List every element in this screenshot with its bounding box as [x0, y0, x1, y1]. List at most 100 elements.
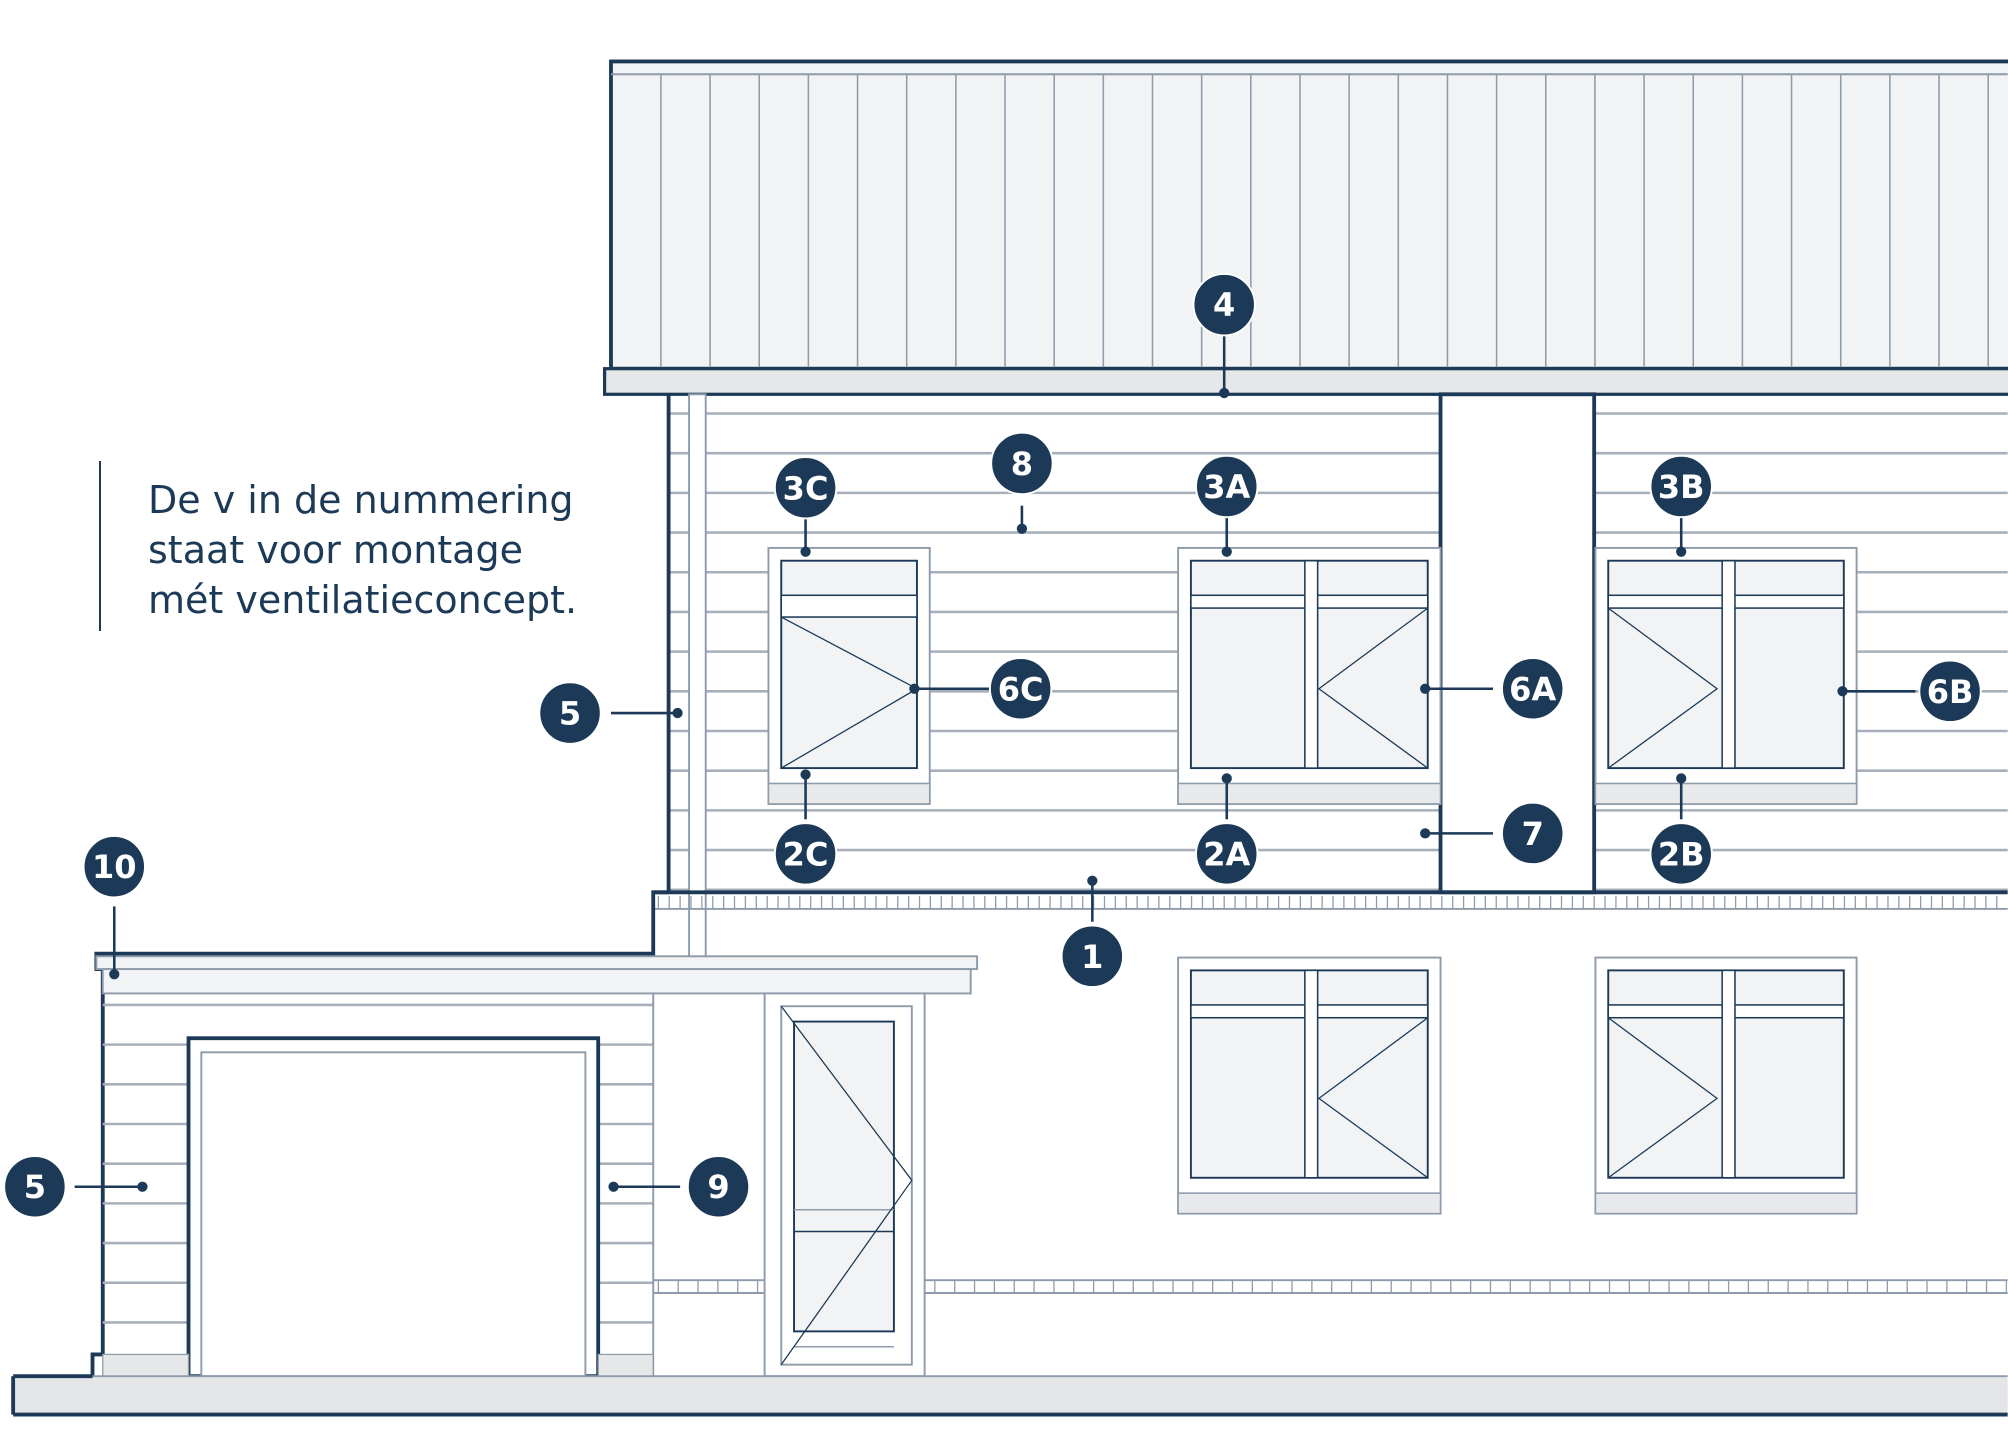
roof [609, 59, 2008, 371]
garage-roof-edge [95, 955, 979, 971]
callout-badge [988, 657, 1053, 721]
callout-anchor-dot [1016, 523, 1028, 534]
callout-anchor-dot [1676, 773, 1687, 784]
callout-anchor-dot [1676, 546, 1687, 557]
callout-marker-1: 1 [1060, 875, 1125, 988]
callout-marker-4: 4 [1192, 272, 1256, 399]
callout-badge [773, 456, 838, 520]
callout-label: 2C [783, 835, 829, 873]
callout-badge [1060, 924, 1125, 988]
callout-anchor-dot [800, 546, 811, 557]
garage-fascia [101, 968, 972, 995]
downpipe [688, 393, 707, 959]
callout-badge [1195, 454, 1259, 519]
callout-anchor-dot [1420, 828, 1431, 839]
callout-badge [538, 681, 602, 745]
callout-anchor-dot [1420, 683, 1431, 694]
callout-anchor-dot [109, 969, 120, 980]
window-lower-left-opening-indicator [1317, 1017, 1429, 1179]
callout-anchor-dot [800, 769, 811, 780]
callout-marker-5: 5 [538, 681, 683, 745]
note-line-1: De v in de nummering [148, 478, 574, 522]
callout-badge [1501, 657, 1565, 721]
callout-anchor-dot [137, 1181, 148, 1192]
callout-anchor-dot [672, 707, 683, 719]
window-3b-sill [1594, 782, 1858, 805]
callout-marker-3b: 3B [1649, 454, 1713, 557]
window-lower-left-sill [1177, 1192, 1442, 1215]
callout-badge [1649, 822, 1713, 886]
callout-anchor-dot [909, 683, 920, 694]
garage-door-panel [200, 1051, 587, 1378]
callout-label: 4 [1213, 286, 1235, 324]
window-lower-left-mullion [1304, 969, 1319, 1179]
garage-plinth-right [597, 1353, 654, 1377]
callout-marker-3a: 3A [1195, 454, 1259, 557]
callout-anchor-dot [1837, 686, 1848, 697]
callout-badge [773, 822, 838, 886]
note-divider [99, 461, 101, 631]
callout-anchor-dot [1221, 773, 1232, 784]
front-door-glass [793, 1020, 895, 1333]
window-3c-sill [767, 782, 931, 805]
callout-label: 8 [1011, 445, 1033, 483]
callout-marker-6c: 6C [909, 657, 1053, 721]
callout-anchor-dot [608, 1181, 619, 1192]
callout-badge [990, 431, 1054, 496]
callout-badge [1918, 659, 1982, 723]
callout-badge [1195, 822, 1259, 886]
window-3b-opening-indicator [1607, 607, 1719, 769]
ground [13, 1376, 2008, 1415]
window-3a-opening-indicator [1317, 607, 1429, 769]
callout-marker-5: 5 [3, 1155, 148, 1219]
callout-label: 2A [1203, 835, 1250, 873]
callout-anchor-dot [1221, 546, 1232, 557]
window-lower-right-mullion [1721, 969, 1736, 1179]
eave-fascia [602, 367, 2008, 396]
callout-label: 1 [1081, 938, 1103, 976]
callout-marker-2b: 2B [1649, 773, 1713, 886]
callout-marker-6a: 6A [1420, 657, 1565, 721]
callout-label: 6B [1927, 673, 1974, 711]
window-3a-sill [1177, 782, 1442, 805]
callout-marker-2c: 2C [773, 769, 838, 886]
window-3a-mullion [1304, 559, 1319, 769]
callout-label: 3A [1203, 468, 1250, 506]
callout-badge [1649, 454, 1713, 519]
callout-marker-6b: 6B [1837, 659, 1982, 723]
callout-label: 3C [783, 469, 829, 507]
legend-note: De v in de nummering staat voor montage … [148, 475, 577, 625]
callout-marker-8: 8 [990, 431, 1054, 534]
window-lower-right-sill [1594, 1192, 1858, 1215]
door-opening-indicator [780, 1005, 913, 1366]
callout-anchor-dot [1087, 875, 1098, 886]
callout-badge [82, 834, 146, 899]
callout-label: 2B [1658, 835, 1705, 873]
callout-badge [1501, 801, 1565, 866]
callout-label: 10 [92, 848, 137, 886]
callout-marker-9: 9 [608, 1155, 751, 1219]
callout-label: 6C [998, 670, 1044, 708]
callout-label: 9 [707, 1168, 729, 1206]
callout-marker-7: 7 [1420, 801, 1565, 866]
window-3c-transom [780, 594, 918, 618]
note-line-3: mét ventilatieconcept. [148, 578, 578, 622]
callout-badge [1192, 272, 1256, 337]
callout-marker-3c: 3C [773, 456, 838, 557]
callout-anchor-dot [1219, 387, 1230, 399]
callout-marker-10: 10 [82, 834, 146, 980]
callout-marker-2a: 2A [1195, 773, 1259, 886]
window-lower-right-opening-indicator [1607, 1017, 1719, 1179]
window-3c-glass [780, 559, 918, 770]
callout-label: 3B [1658, 468, 1705, 506]
callout-label: 7 [1522, 815, 1544, 853]
note-line-2: staat voor montage [148, 528, 523, 572]
callout-badge [3, 1155, 67, 1219]
window-3b-mullion [1721, 559, 1736, 769]
callout-label: 5 [559, 695, 581, 733]
callout-label: 5 [24, 1168, 46, 1206]
callout-badge [686, 1155, 751, 1219]
callout-label: 6A [1509, 670, 1556, 708]
